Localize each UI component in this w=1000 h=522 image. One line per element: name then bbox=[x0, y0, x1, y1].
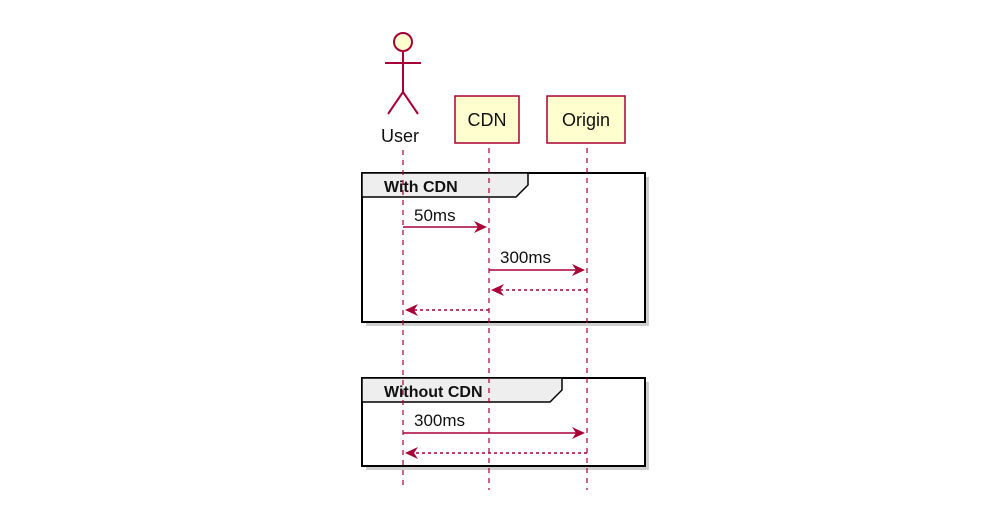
message-user-to-origin: 300ms bbox=[403, 411, 585, 439]
participant-origin: Origin bbox=[546, 95, 626, 144]
group-title: Without CDN bbox=[384, 384, 483, 401]
group-frame bbox=[361, 172, 646, 323]
actor-icon bbox=[385, 32, 421, 115]
actor-leg-right bbox=[402, 91, 419, 115]
arrowhead bbox=[491, 284, 504, 296]
message-label: 300ms bbox=[500, 248, 551, 267]
group-without-cdn: Without CDN bbox=[361, 377, 649, 470]
arrowhead bbox=[405, 304, 418, 316]
participant-label: User bbox=[381, 126, 419, 146]
participant-box bbox=[454, 95, 520, 144]
arrowhead bbox=[572, 427, 585, 439]
message-origin-to-user bbox=[405, 447, 587, 459]
message-cdn-to-origin: 300ms bbox=[489, 248, 585, 276]
participant-label: Origin bbox=[562, 110, 610, 130]
actor-head bbox=[393, 32, 413, 52]
message-cdn-to-user bbox=[405, 304, 489, 316]
actor-leg-left bbox=[387, 91, 404, 115]
message-label: 50ms bbox=[414, 206, 456, 225]
arrowhead bbox=[474, 221, 487, 233]
message-user-to-cdn: 50ms bbox=[403, 206, 487, 233]
message-origin-to-cdn bbox=[491, 284, 587, 296]
arrowhead bbox=[405, 447, 418, 459]
group-title: With CDN bbox=[384, 179, 458, 196]
message-label: 300ms bbox=[414, 411, 465, 430]
group-title-tab bbox=[361, 377, 563, 403]
participant-box bbox=[546, 95, 626, 144]
arrowhead bbox=[572, 264, 585, 276]
participant-cdn: CDN bbox=[454, 95, 520, 144]
participant-label: CDN bbox=[468, 110, 507, 130]
participant-user: User bbox=[381, 32, 421, 146]
